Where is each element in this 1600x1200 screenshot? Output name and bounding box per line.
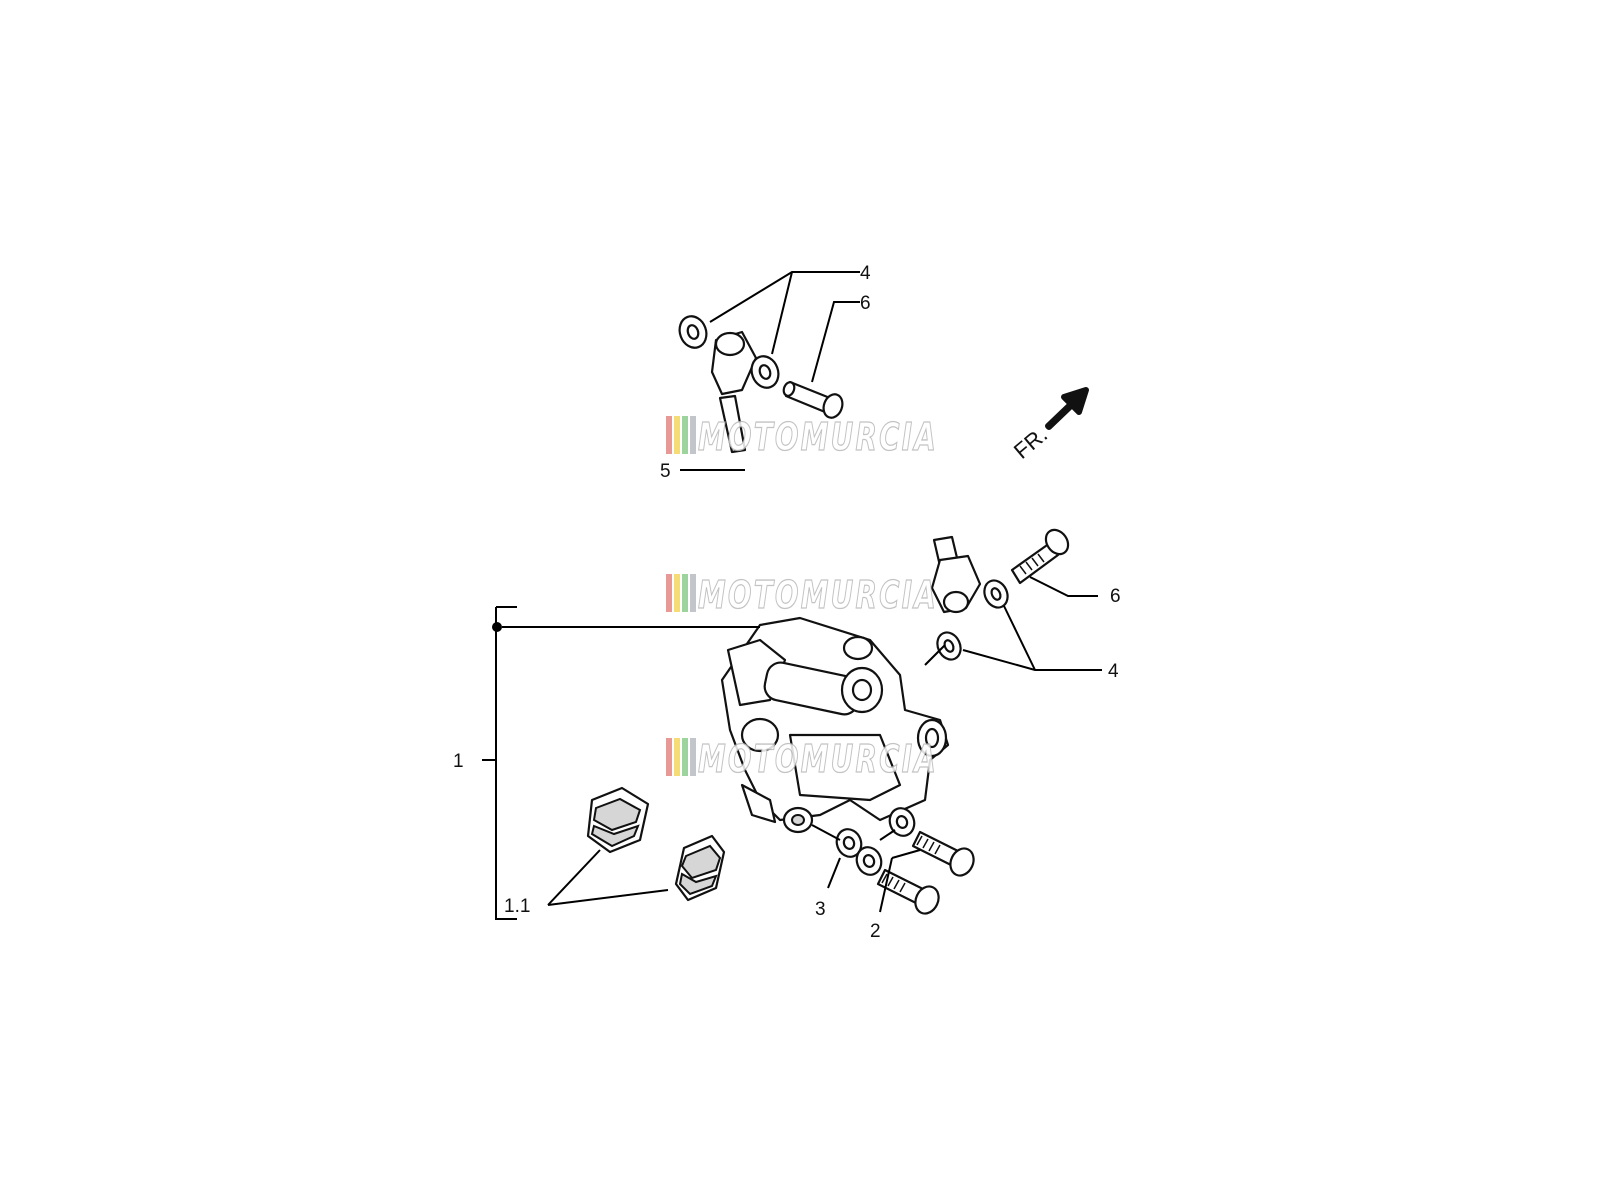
lower-banjo-fitting — [930, 554, 982, 614]
label-washer: 3 — [815, 899, 826, 920]
watermark-stripe — [674, 574, 680, 612]
arrow-up-right-icon — [1045, 387, 1089, 430]
watermark-stripe — [690, 574, 696, 612]
watermark-stripe — [690, 416, 696, 454]
label-hose: 5 — [660, 461, 671, 482]
upper-washers — [678, 315, 780, 389]
direction-label: FR. — [1009, 422, 1052, 464]
watermark-text: MOTOMURCIA — [698, 737, 938, 781]
caliper-screws — [876, 830, 975, 915]
watermark-stripe — [666, 574, 672, 612]
watermark-stripe — [682, 738, 688, 776]
leader-lines — [482, 271, 1102, 920]
watermark-stripe — [666, 416, 672, 454]
front-direction-indicator: FR. — [1009, 387, 1089, 464]
watermark-bottom: MOTOMURCIA — [666, 736, 938, 782]
label-right-washers: 4 — [1108, 661, 1119, 682]
watermark-stripe — [674, 416, 680, 454]
watermark-stripe — [674, 738, 680, 776]
label-right-bolt: 6 — [1110, 586, 1121, 607]
watermark-text: MOTOMURCIA — [698, 573, 938, 617]
label-caliper: 1 — [453, 751, 464, 772]
watermark-stripe — [682, 416, 688, 454]
right-banjo-bolt — [1010, 528, 1070, 585]
label-pads: 1.1 — [504, 896, 530, 917]
label-top-washers: 4 — [860, 263, 871, 284]
right-washers — [936, 579, 1009, 661]
caliper-washers — [835, 807, 916, 876]
brake-pads — [586, 786, 726, 902]
label-screws: 2 — [870, 921, 881, 942]
watermark-top: MOTOMURCIA — [666, 414, 938, 460]
watermark-stripe — [666, 738, 672, 776]
caliper-leader-dot — [492, 622, 502, 632]
watermark-stripe — [690, 738, 696, 776]
brake-caliper — [720, 616, 950, 834]
upper-banjo-fitting — [710, 330, 758, 396]
watermark-text: MOTOMURCIA — [698, 415, 938, 459]
label-top-bolt: 6 — [860, 293, 871, 314]
watermark-middle: MOTOMURCIA — [666, 572, 938, 618]
upper-banjo-bolt — [782, 380, 844, 419]
watermark-stripe — [682, 574, 688, 612]
